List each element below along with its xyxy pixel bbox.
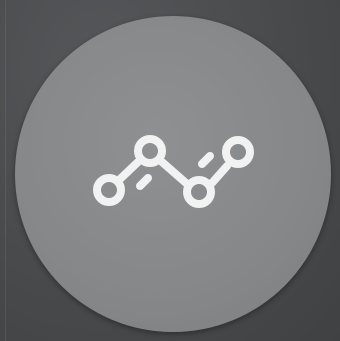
node-1 xyxy=(93,174,125,206)
connector-3 xyxy=(208,162,231,187)
node-3 xyxy=(183,176,215,208)
connector-1 xyxy=(114,158,142,185)
node-graph-icon xyxy=(15,16,331,332)
dash-mark-2 xyxy=(198,152,214,168)
node-2 xyxy=(134,135,166,167)
dash-mark-1 xyxy=(136,174,152,190)
edge-line xyxy=(5,0,6,341)
graph-action-button[interactable] xyxy=(15,16,331,332)
node-graph-svg xyxy=(93,135,254,208)
node-4 xyxy=(222,136,254,168)
connector-2 xyxy=(158,158,190,187)
